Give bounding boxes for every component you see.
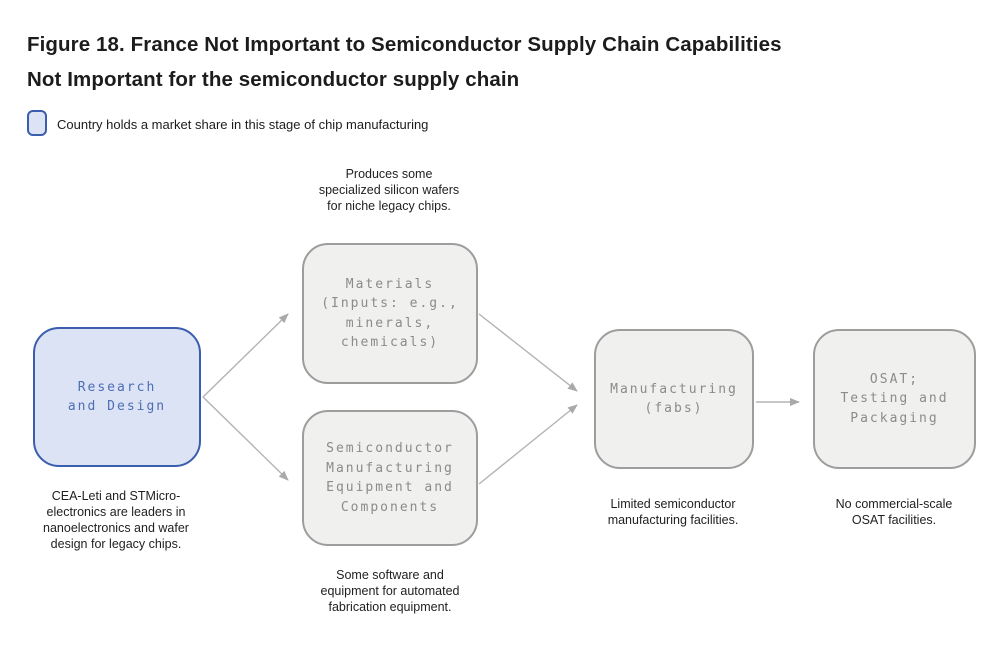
node-semiconductor-manufacturing-equipment: Semiconductor Manufacturing Equipment an… [302, 410, 478, 546]
legend-market-share-swatch [27, 110, 47, 136]
arrow-sme-to-manufacturing [478, 404, 578, 485]
arrow-research-to-materials [202, 313, 289, 398]
note-semiconductor-manufacturing-equipment: Some software and equipment for automate… [320, 568, 460, 614]
arrow-materials-to-manufacturing [478, 313, 578, 392]
note-manufacturing-fabs: Limited semiconductor manufacturing faci… [607, 497, 739, 527]
note-osat-testing-packaging: No commercial-scale OSAT facilities. [835, 497, 953, 527]
figure-title: Figure 18. France Not Important to Semic… [27, 33, 782, 56]
figure-subtitle: Not Important for the semiconductor supp… [27, 68, 520, 91]
node-materials: Materials (Inputs: e.g., minerals, chemi… [302, 243, 478, 384]
note-materials: Produces some specialized silicon wafers… [318, 167, 460, 213]
note-research-and-design: CEA-Leti and STMicro- electronics are le… [43, 489, 189, 551]
node-osat-testing-packaging: OSAT; Testing and Packaging [813, 329, 976, 469]
node-manufacturing-fabs: Manufacturing (fabs) [594, 329, 754, 469]
node-research-and-design: Research and Design [33, 327, 201, 467]
legend-label: Country holds a market share in this sta… [57, 117, 429, 132]
arrow-research-to-sme [202, 396, 289, 481]
